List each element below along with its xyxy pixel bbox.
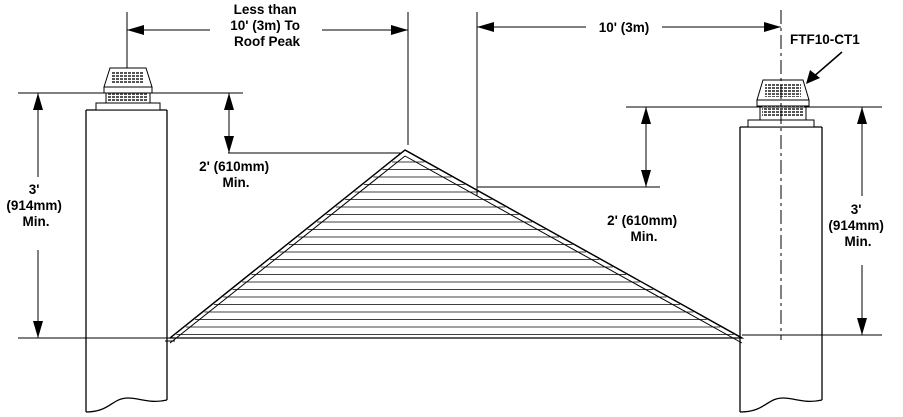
- extension-lines: [18, 12, 882, 339]
- dimension-right-vertical-2ft: [641, 107, 651, 187]
- label-right-height-line-1: 3': [851, 202, 862, 217]
- arrowhead-icon: [391, 25, 408, 35]
- label-left-height-line-1: 3': [29, 182, 40, 197]
- left-termination-cap-icon: [95, 67, 161, 111]
- label-left-clearance-line-1: 2' (610mm): [199, 159, 269, 174]
- arrowhead-icon: [857, 318, 867, 335]
- left-vent-pipe: [85, 109, 168, 413]
- arrowhead-icon: [641, 107, 651, 124]
- label-right-clearance-line-2: Min.: [631, 229, 658, 244]
- arrowhead-icon: [33, 321, 43, 338]
- label-left-height-line-2: (914mm): [6, 198, 62, 213]
- label-right-vertical-height: 3' (914mm) Min.: [828, 202, 887, 249]
- label-left-horizontal-line-2: 10' (3m) To: [230, 18, 300, 33]
- arrowhead-icon: [641, 170, 651, 187]
- arrowhead-icon: [127, 25, 144, 35]
- label-left-vertical-clearance: 2' (610mm) Min.: [199, 159, 273, 190]
- label-left-horizontal-line-1: Less than: [234, 2, 297, 17]
- arrowhead-icon: [764, 22, 781, 32]
- dimension-left-vertical-3ft: [33, 93, 43, 338]
- label-right-height-line-2: (914mm): [828, 218, 884, 233]
- label-right-vertical-clearance: 2' (610mm) Min.: [607, 213, 681, 244]
- label-left-height-line-3: Min.: [23, 214, 50, 229]
- label-left-vertical-height: 3' (914mm) Min.: [6, 182, 65, 229]
- label-left-horizontal: Less than 10' (3m) To Roof Peak: [230, 2, 304, 49]
- dimension-right-horizontal: [477, 22, 781, 32]
- dimension-right-vertical-3ft: [857, 107, 867, 335]
- arrowhead-icon: [857, 107, 867, 124]
- roof-shingle-lines: [176, 161, 734, 335]
- label-right-clearance-line-1: 2' (610mm): [607, 213, 677, 228]
- label-left-horizontal-line-3: Roof Peak: [234, 34, 301, 49]
- label-right-horizontal: 10' (3m): [599, 20, 649, 35]
- label-right-height-line-3: Min.: [845, 234, 872, 249]
- dimension-left-vertical-2ft: [224, 93, 234, 153]
- arrowhead-icon: [33, 93, 43, 110]
- product-callout-leader: [806, 51, 843, 84]
- roof: [165, 149, 745, 344]
- arrowhead-icon: [224, 136, 234, 153]
- label-left-clearance-line-2: Min.: [223, 175, 250, 190]
- arrowhead-icon: [806, 70, 820, 84]
- arrowhead-icon: [224, 93, 234, 110]
- label-product-callout: FTF10-CT1: [790, 32, 860, 47]
- arrowhead-icon: [477, 22, 494, 32]
- dimension-left-horizontal: [127, 25, 408, 35]
